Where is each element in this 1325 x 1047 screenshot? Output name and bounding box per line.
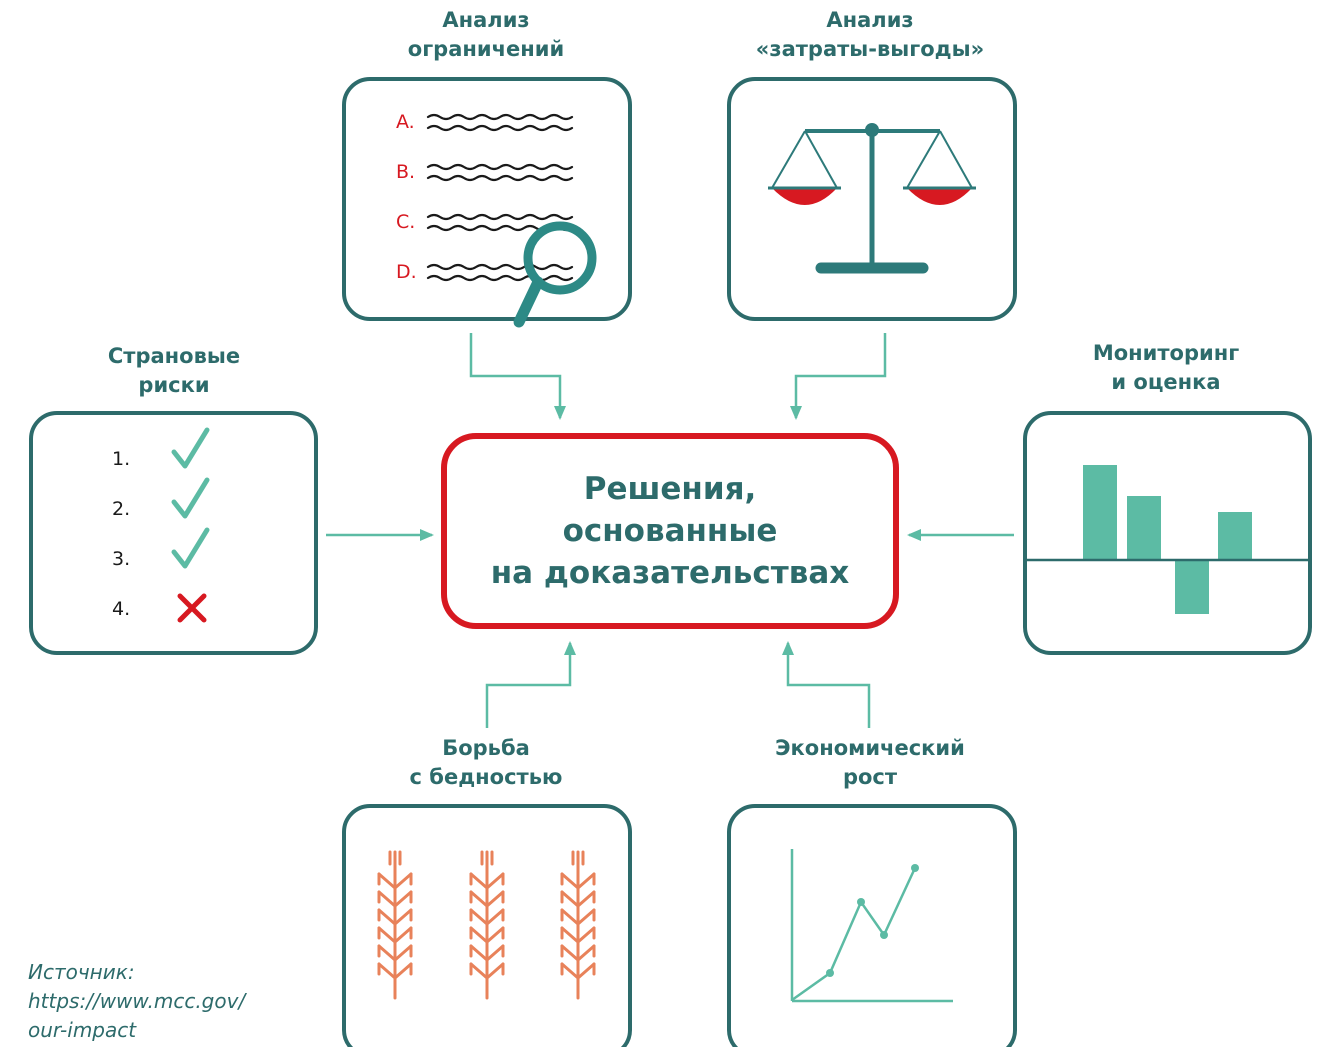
label-poverty-line2: с бедностью [409,765,563,789]
list-item-d: D. [396,261,417,283]
bar-chart-icon [1027,465,1308,614]
box-growth [727,804,1017,1047]
box-monitoring [1023,411,1312,655]
label-growth-line1: Экономический [775,736,965,760]
box-country-risks [29,411,318,655]
box-constraints [342,77,632,321]
scales-icon [768,123,976,274]
checklist-item-3: 3. [112,548,130,570]
label-constraints-line1: Анализ [442,8,530,32]
magnifier-icon [513,221,597,328]
checkmark-icon [171,427,210,469]
label-growth-line2: рост [842,765,898,789]
checkmark-icon [171,477,210,519]
source-url-line2: our-impact [28,1018,137,1042]
label-constraints-line2: ограничений [407,37,565,61]
arrow-poverty [485,641,576,728]
label-country-risks-line2: риски [138,373,210,397]
label-poverty: Борьба с бедностью [386,734,586,792]
box-center [441,433,899,629]
checklist-item-1: 1. [112,448,130,470]
document-list-icon: A. B. C. D. [396,111,574,283]
source-label: Источник: [28,960,135,984]
checklist-item-2: 2. [112,498,130,520]
label-growth: Экономический рост [740,734,1000,792]
list-item-b: B. [396,161,415,183]
label-cost-benefit-line2: «затраты-выгоды» [755,37,985,61]
center-line3: на доказательствах [490,555,850,591]
arrow-cost-benefit [790,333,887,420]
label-country-risks-line1: Страновые [107,344,241,368]
list-item-a: A. [396,111,415,133]
center-decision-text: Решения, основанные на доказательствах [444,468,896,594]
label-country-risks: Страновые риски [74,342,274,400]
list-item-c: C. [396,211,415,233]
arrow-growth [782,641,871,728]
wheat-icon [469,850,505,1000]
arrow-constraints [469,333,566,420]
growth-chart-icon [790,849,953,1003]
center-line1: Решения, [583,471,757,507]
checklist-item-4: 4. [112,598,130,620]
center-line2: основанные [562,513,778,549]
label-constraints: Анализ ограничений [386,6,586,64]
source-url-line1: https://www.mcc.gov/ [28,989,246,1013]
cross-icon [177,593,207,623]
wheat-icon [560,850,596,1000]
label-monitoring: Мониторинг и оценка [1066,339,1266,397]
wheat-icon [377,850,413,1000]
checklist-icon: 1. 2. 3. 4. [112,427,210,623]
checkmark-icon [171,527,210,569]
label-monitoring-line2: и оценка [1111,370,1221,394]
label-cost-benefit: Анализ «затраты-выгоды» [740,6,1000,64]
label-monitoring-line1: Мониторинг [1092,341,1240,365]
label-poverty-line1: Борьба [442,736,530,760]
label-cost-benefit-line1: Анализ [826,8,914,32]
source-note: Источник: https://www.mcc.gov/ our-impac… [28,958,245,1045]
